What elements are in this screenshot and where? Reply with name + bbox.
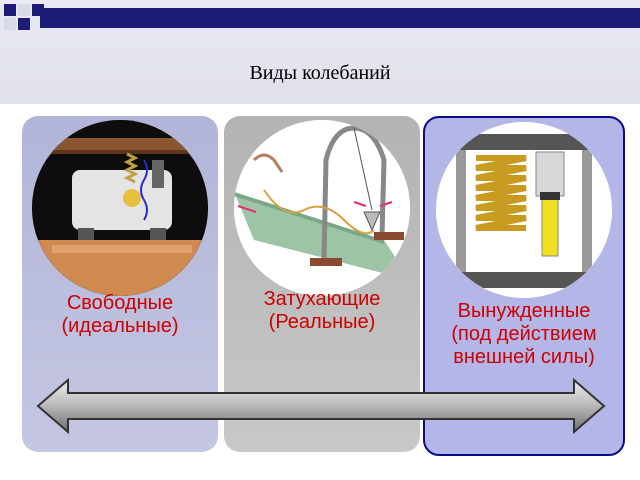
damped-pendulum-icon <box>234 120 410 296</box>
label-line: Вынужденные <box>457 300 591 322</box>
damped-oscillations-label: Затухающие (Реальные) <box>224 288 420 334</box>
label-line: Свободные <box>66 292 174 314</box>
header-bar <box>40 8 640 28</box>
label-line: (Реальные) <box>268 311 376 333</box>
page-title: Виды колебаний <box>249 62 391 84</box>
label-line: (под действием <box>451 323 597 345</box>
forced-spring-icon <box>436 122 612 298</box>
label-line: (идеальные) <box>61 315 179 337</box>
double-headed-arrow-icon <box>36 377 606 435</box>
free-oscillations-label: Свободные (идеальные) <box>22 292 218 338</box>
forced-oscillations-label: Вынужденные (под действием внешней силы) <box>419 300 629 369</box>
title-band: Виды колебаний <box>0 0 640 104</box>
label-line: Затухающие <box>263 288 381 310</box>
spring-pendulum-icon <box>32 120 208 296</box>
decorative-squares <box>0 0 60 40</box>
label-line: внешней силы) <box>453 346 595 368</box>
